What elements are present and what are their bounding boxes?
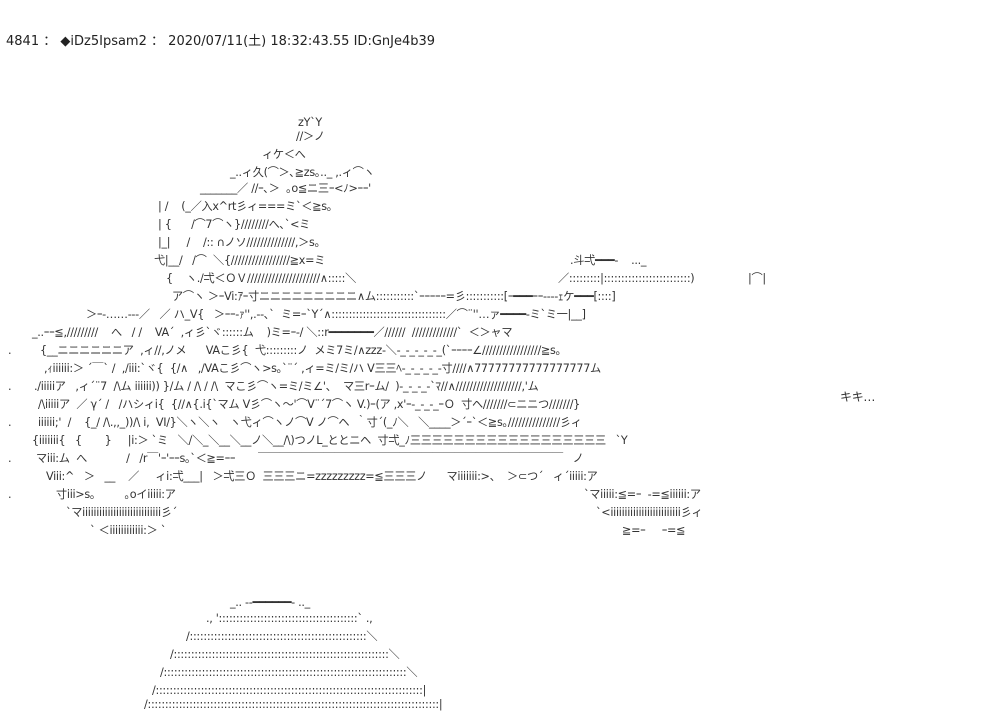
ascii-art-line: | { /⌒7⌒ヽ}////////へ､`<ミ bbox=[158, 218, 311, 231]
ascii-art-line: ＞ｰ-……---／ ／ ハ_V{ ＞ｰｰ-ｧ'',.--､` ミ=ｰ`Y´∧::… bbox=[86, 308, 586, 321]
ascii-art-line: .斗弌━━━- ..._ bbox=[570, 254, 647, 267]
ascii-art-line: `<iiiiiiiiiiiiiiiiiiiiiiiii彡ィ bbox=[596, 506, 703, 519]
ascii-art-line: /:::::::::::::::::::::::::::::::::::::::… bbox=[160, 666, 418, 679]
ascii-art-line: . bbox=[8, 488, 12, 501]
ascii-art-line: /:::::::::::::::::::::::::::::::::::::::… bbox=[152, 684, 427, 697]
ascii-art-line: _..ィ久(⌒＞､≧zs｡.._ ,.ィ⌒ヽ bbox=[230, 166, 375, 179]
post-header: 4841 ： ◆iDz5Ipsam2 ： 2020/07/11(土) 18:32… bbox=[6, 34, 435, 50]
ascii-art-line: iiiiii;' / {_/ /\.,,_))/\ i, VI/}＼ヽ＼ヽ ヽ弋… bbox=[38, 416, 582, 429]
ascii-art-line: | / (_／入x^rt彡ィ===ミ`＜≧s｡ bbox=[158, 200, 333, 213]
ascii-art-line: 弋|__/ /⌒ ＼{/////////////////≧x=ミ bbox=[154, 254, 326, 267]
ascii-art-line: ィケ＜へ bbox=[262, 148, 306, 161]
ascii-art-line: . bbox=[8, 344, 12, 357]
separator: ： bbox=[43, 34, 57, 49]
ascii-art-line: ／:::::::::|:::::::::::::::::::::::::) bbox=[558, 272, 695, 285]
ascii-art-line: 寸iii>s｡ ｡oイiiiii:ア bbox=[56, 488, 176, 501]
post-date: 2020/07/11(土) bbox=[168, 34, 267, 49]
sound-effect-text: キキ… bbox=[840, 390, 876, 404]
ascii-art-line: zY`Y bbox=[298, 116, 322, 129]
ascii-art-line: Viii:^ ＞ __ ／ ィi:弌___| ＞弌三Ｏ 三三三ニ=zzzzzzz… bbox=[46, 470, 598, 483]
ascii-art-line: ア⌒ヽ ＞ｰVi:ｱｰ寸ニニニニニニニニニ∧ム:::::::::::`ｰｰｰｰｰ… bbox=[172, 290, 616, 303]
ascii-art-line: `マiiiiiiiiiiiiiiiiiiiiiiiiiiii彡´ bbox=[66, 506, 177, 519]
ascii-art-line: _..ｰｰ≦,///////// へ / / VA´ ,ィ彡`ヾ::::::ム … bbox=[32, 326, 513, 339]
ascii-art-line: _.. ‐‐━━━━━━‐ .._ bbox=[230, 596, 310, 609]
ascii-art-line: _______／ //ｰ､＞ ｡o≦ニ三ｰ<ﾉ>ｰｰ' bbox=[200, 182, 371, 195]
ascii-art-line: マiii:ム へ / /r￣'ｰ'ｰｰs｡`＜≧=ｰｰ ￣￣￣￣￣￣￣￣￣￣￣￣… bbox=[36, 452, 584, 465]
ascii-art-line: |⌒| bbox=[748, 272, 766, 285]
ascii-art-line: ., '::::::::::::::::::::::::::::::::::::… bbox=[206, 612, 373, 625]
ascii-art-line: ./iiiiiア ,ィ´¨7 /\ム iiiiii)) }/ム / /\ / /… bbox=[34, 380, 539, 393]
separator: ： bbox=[151, 34, 165, 49]
ascii-art-line: ≧=ｰ ｰ=≦ bbox=[622, 524, 686, 537]
ascii-art-line: /\iiiiiア ／ γ´ / /ハシィi{ {//∧{.i{`マム V彡⌒ヽ〜… bbox=[38, 398, 580, 411]
ascii-art-line: ,ｨiiiiii:＞ ´￣` / ,/iii:`ヾ{ {/∧ ,/VAこ彡⌒ヽ>… bbox=[44, 362, 601, 375]
post-time: 18:32:43.55 bbox=[270, 34, 350, 49]
ascii-art-line: /:::::::::::::::::::::::::::::::::::::::… bbox=[144, 698, 443, 711]
ascii-art-line: . bbox=[8, 380, 12, 393]
ascii-art-line: {iiiiiii{ { } |i:＞ `ミ ＼/＼_＼__＼__ノ＼__/\)つ… bbox=[32, 434, 628, 447]
ascii-art-line: /:::::::::::::::::::::::::::::::::::::::… bbox=[170, 648, 400, 661]
ascii-art-line: //＞ノ bbox=[296, 130, 325, 143]
ascii-art-line: . bbox=[8, 452, 12, 465]
ascii-art-line: |_| / /:: ∩ノソ//////////////,＞s｡ bbox=[158, 236, 320, 249]
post-id[interactable]: ID:GnJe4b39 bbox=[353, 34, 436, 49]
post-number: 4841 bbox=[6, 34, 40, 49]
ascii-art-line: . bbox=[8, 416, 12, 429]
post-trip[interactable]: ◆iDz5Ipsam2 bbox=[60, 34, 147, 49]
ascii-art-line: `マiiiii:≦=ｰ -=≦iiiiii:ア bbox=[584, 488, 701, 501]
ascii-art-line: {__ニニニニニニア ,ィ//,ノメ VAこ彡{ 弋:::::::::ノ メミ7… bbox=[40, 344, 561, 357]
ascii-art-line: /:::::::::::::::::::::::::::::::::::::::… bbox=[186, 630, 378, 643]
ascii-art-line: { ヽ./弌＜ＯＶ/////////////////////∧:::::＼ bbox=[166, 272, 356, 285]
ascii-art-line: ` ＜iiiiiiiiiiii:＞ ` bbox=[90, 524, 167, 537]
